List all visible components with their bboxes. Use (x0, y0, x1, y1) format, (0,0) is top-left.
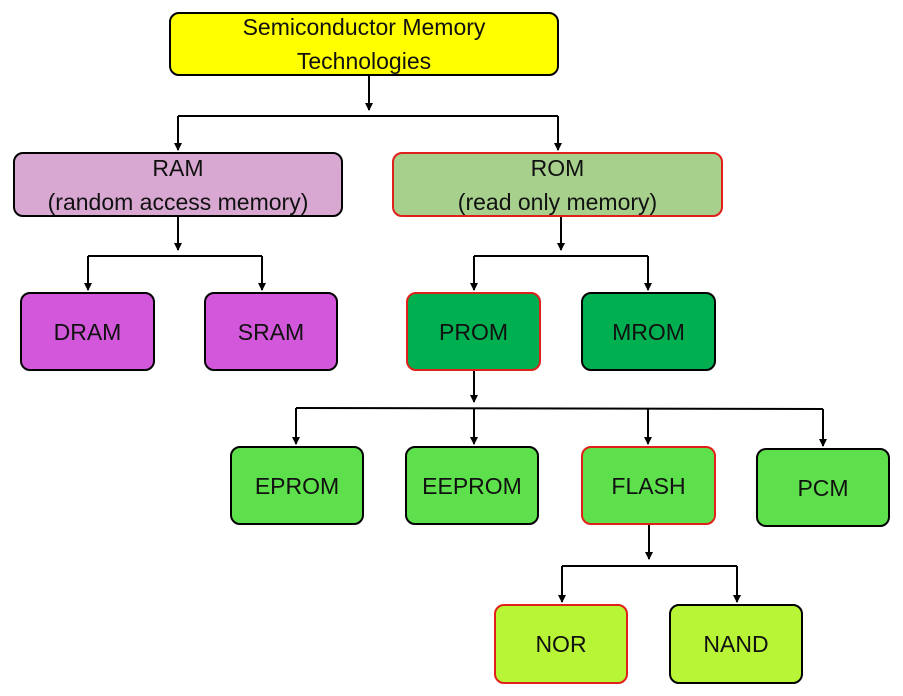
node-nand: NAND (669, 604, 803, 684)
connector-prom-bar (295, 407, 824, 410)
node-nor: NOR (494, 604, 628, 684)
node-eprom: EPROM (230, 446, 364, 525)
node-prom-label: PROM (439, 318, 508, 345)
node-pcm-label: PCM (797, 474, 849, 501)
node-dram-label: DRAM (53, 318, 122, 345)
node-eeprom-label: EEPROM (422, 472, 522, 499)
node-mrom: MROM (581, 292, 716, 371)
node-nand-label: NAND (703, 631, 769, 657)
node-prom: PROM (406, 292, 541, 371)
node-sram-label: SRAM (237, 318, 305, 345)
node-ram: RAM (random access memory) (13, 152, 343, 217)
node-flash-label: FLASH (611, 472, 686, 499)
node-rom: ROM (read only memory) (392, 152, 723, 217)
node-dram: DRAM (20, 292, 155, 371)
node-eeprom: EEPROM (405, 446, 539, 525)
node-rom-label: ROM (read only memory) (457, 154, 658, 215)
node-nor-label: NOR (535, 631, 587, 657)
node-eprom-label: EPROM (254, 472, 340, 499)
node-pcm: PCM (756, 448, 890, 527)
node-flash: FLASH (581, 446, 716, 525)
node-semiconductor-memory: Semiconductor Memory Technologies (169, 12, 559, 76)
node-mrom-label: MROM (612, 318, 685, 345)
node-ram-label: RAM (random access memory) (47, 154, 309, 215)
node-semiconductor-memory-label: Semiconductor Memory Technologies (242, 14, 486, 74)
node-sram: SRAM (204, 292, 338, 371)
